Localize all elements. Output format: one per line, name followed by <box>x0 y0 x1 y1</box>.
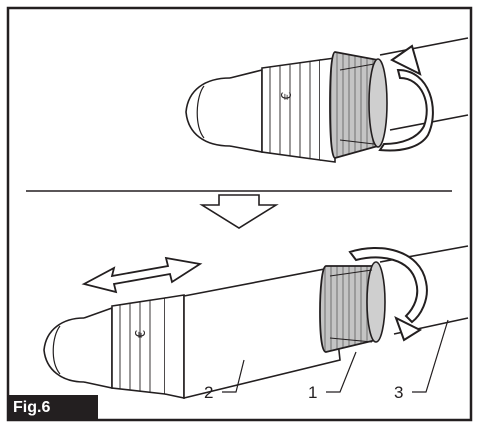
bottom-step-illustration: € 2 1 3 <box>43 245 469 402</box>
nozzle-tip-bottom <box>43 317 87 383</box>
svg-text:€: € <box>134 330 149 338</box>
slide-double-arrow <box>81 256 203 294</box>
callout-1: 1 <box>308 383 317 402</box>
callout-3: 3 <box>394 383 403 402</box>
top-step-illustration: € <box>185 37 469 163</box>
leader-line-1 <box>326 351 357 393</box>
callout-2: 2 <box>204 383 213 402</box>
figure-label: Fig.6 <box>8 395 98 420</box>
leader-line-2 <box>222 359 245 393</box>
step-down-arrow <box>199 194 279 229</box>
leader-line-3 <box>412 319 449 393</box>
svg-text:€: € <box>280 92 295 100</box>
nozzle-tip <box>185 77 233 147</box>
rotation-arrow-down <box>348 246 428 324</box>
extension-tube <box>183 267 341 400</box>
rotation-arrow-up <box>378 68 434 152</box>
